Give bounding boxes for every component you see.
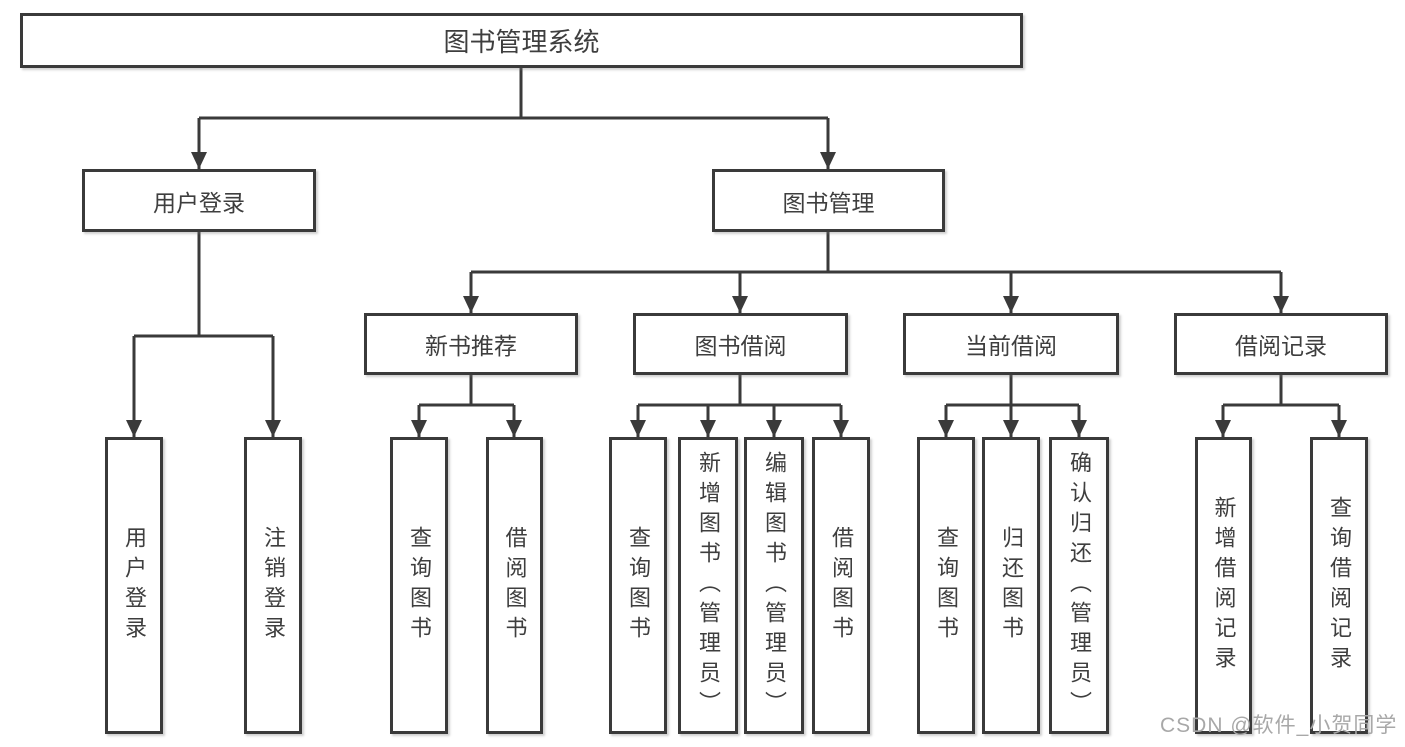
node-leaf-edit-books-admin: 编辑图书（管理员）: [744, 437, 804, 734]
node-book-management: 图书管理: [712, 169, 945, 232]
node-leaf-query-books-1: 查询图书: [390, 437, 448, 734]
node-new-book-recommend-label: 新书推荐: [425, 333, 517, 359]
node-book-management-label: 图书管理: [782, 189, 875, 216]
node-leaf-logout: 注销登录: [244, 437, 302, 734]
node-leaf-add-borrow-record: 新增借阅记录: [1195, 437, 1252, 734]
node-leaf-query-borrow-record: 查询借阅记录: [1310, 437, 1368, 734]
node-library-system: 图书管理系统: [20, 13, 1023, 68]
node-leaf-query-books-3: 查询图书: [917, 437, 975, 734]
node-leaf-add-books-admin: 新增图书（管理员）: [678, 437, 738, 734]
node-leaf-return-books: 归还图书: [982, 437, 1040, 734]
node-borrow-records-label: 借阅记录: [1235, 333, 1327, 359]
node-book-borrow: 图书借阅: [633, 313, 848, 375]
node-leaf-user-login: 用户登录: [105, 437, 163, 734]
node-current-borrow: 当前借阅: [903, 313, 1119, 375]
node-leaf-borrow-books-1: 借阅图书: [486, 437, 543, 734]
tree-edges: [134, 68, 1339, 407]
node-user-login-label: 用户登录: [153, 189, 245, 216]
node-leaf-borrow-books-2: 借阅图书: [812, 437, 870, 734]
node-current-borrow-label: 当前借阅: [965, 333, 1057, 359]
node-book-borrow-label: 图书借阅: [694, 333, 787, 359]
node-new-book-recommend: 新书推荐: [364, 313, 578, 375]
node-borrow-records: 借阅记录: [1174, 313, 1388, 375]
node-user-login: 用户登录: [82, 169, 316, 232]
node-leaf-query-books-2: 查询图书: [609, 437, 667, 734]
csdn-watermark: CSDN @软件_小贺同学: [1160, 714, 1398, 737]
node-library-system-label: 图书管理系统: [443, 27, 600, 57]
node-leaf-confirm-return-admin: 确认归还（管理员）: [1049, 437, 1109, 734]
